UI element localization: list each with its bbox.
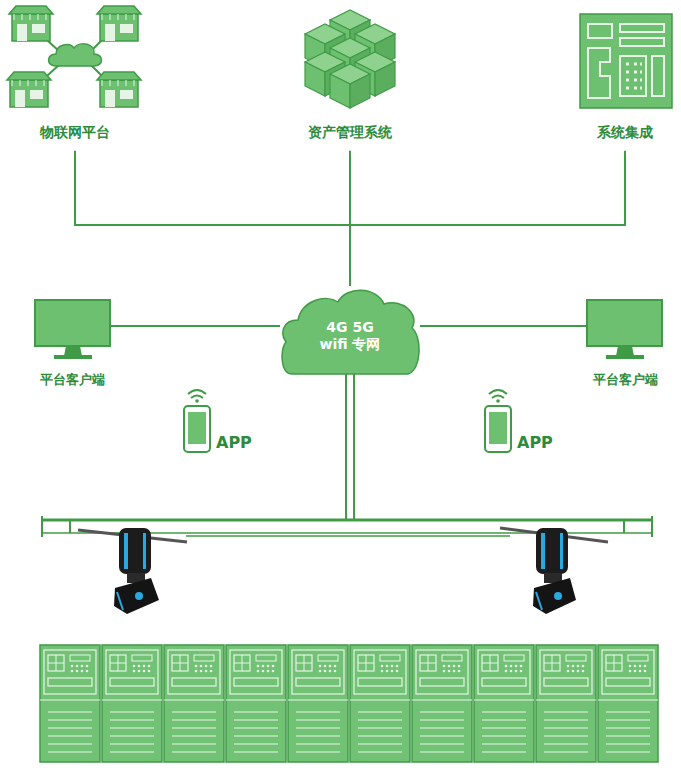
cubes-icon: [305, 10, 395, 108]
system-label: 物联网平台: [40, 124, 110, 141]
network-cloud: 4G 5G wifi 专网: [280, 286, 420, 376]
integration-icon: [580, 14, 672, 108]
cabinet: [474, 645, 534, 762]
network-link: [75, 151, 350, 286]
cabinet: [598, 645, 658, 762]
phone-icon: [184, 390, 210, 452]
cabinet: [102, 645, 162, 762]
inspection-robot: [78, 528, 187, 614]
monitor-icon: [35, 300, 110, 359]
network-link: [350, 151, 625, 286]
app-label: APP: [216, 433, 252, 454]
system-label: 资产管理系统: [308, 124, 392, 141]
system-node: 物联网平台: [9, 6, 141, 145]
cabinet: [350, 645, 410, 762]
cabinet-row: [40, 645, 658, 762]
app-label: APP: [517, 433, 553, 454]
system-node: 平台客户端: [33, 298, 111, 392]
cabinet: [536, 645, 596, 762]
phone-icon: [485, 390, 511, 452]
system-label: 平台客户端: [593, 372, 658, 388]
system-label: 平台客户端: [40, 372, 105, 388]
app-node: APP: [180, 382, 252, 454]
rail-track: [42, 374, 652, 537]
cabinet: [40, 645, 100, 762]
network-link: [111, 325, 280, 327]
iot-icon: [7, 6, 141, 107]
network-label: 4G 5G wifi 专网: [317, 309, 383, 353]
inspection-robot: [500, 528, 608, 614]
system-node: 平台客户端: [586, 298, 664, 392]
monitor-icon: [587, 300, 662, 359]
network-link: [420, 325, 586, 327]
system-node: 资产管理系统: [294, 6, 406, 145]
app-node: APP: [481, 382, 553, 454]
cabinet: [226, 645, 286, 762]
system-node: 系统集成: [577, 6, 673, 145]
cabinet: [288, 645, 348, 762]
cabinet: [412, 645, 472, 762]
cabinet: [164, 645, 224, 762]
system-label: 系统集成: [597, 124, 653, 141]
